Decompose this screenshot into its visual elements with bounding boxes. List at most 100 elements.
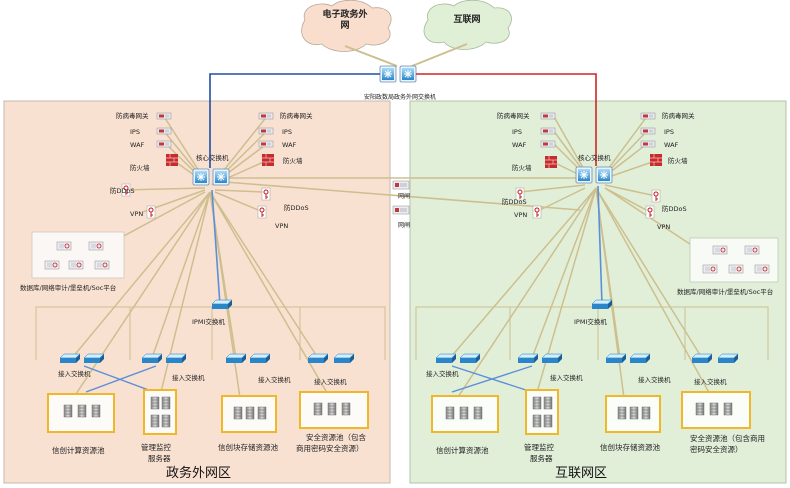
access-switch-icon: [605, 353, 627, 364]
gateway-label-2: 网闸: [398, 221, 410, 229]
access-switch-icon: [459, 353, 481, 364]
platform-box: [31, 231, 125, 279]
left-zone-content: 核心交换机 防病毒网关 IPS WAF 防火墙 防病毒网关 IPS WAF 防火…: [20, 111, 386, 481]
right-zone-content: 核心交换机 防病毒网关 IPS WAF 防火墙 防病毒网关 IPS WAF 防火…: [415, 111, 779, 481]
access-label: 接入交换机: [694, 377, 727, 386]
left-ipmi-link: [211, 189, 221, 306]
core-switch-label: 核心交换机: [578, 153, 611, 162]
zone-title-right: 互联网区: [555, 466, 607, 481]
server-icon: [233, 406, 243, 420]
access-label: 接入交换机: [426, 369, 459, 378]
ips-icon: [258, 127, 274, 135]
pool-label: 服务器: [530, 453, 553, 463]
soc-icon: [728, 264, 744, 274]
anti-ddos-icon: [261, 187, 271, 201]
server-icon: [695, 402, 705, 416]
exchange-label: 安阳政数局政务外网交换机: [364, 93, 436, 101]
left-access-cross-links: [83, 365, 157, 393]
left-ipmi-bus: [35, 306, 386, 360]
firewall-icon: [261, 153, 275, 167]
pool-box: [143, 389, 177, 435]
link-gateway: [224, 177, 581, 211]
gateway-icon: [392, 180, 410, 190]
database-audit-icon: [712, 245, 728, 255]
label: VPN: [657, 223, 670, 231]
server-icon: [532, 396, 542, 410]
server-icon: [257, 406, 267, 420]
server-icon: [245, 406, 255, 420]
core-switch-icon: [192, 168, 210, 186]
label: WAF: [130, 141, 145, 149]
access-switch-icon: [691, 353, 713, 364]
label: 防DDoS: [662, 204, 687, 213]
server-icon: [709, 402, 719, 416]
server-icon: [543, 396, 553, 410]
access-switch-icon: [517, 353, 539, 364]
firewall-icon: [165, 153, 179, 167]
server-icon: [161, 396, 171, 410]
access-label: 接入交换机: [258, 375, 291, 384]
label: 防DDoS: [502, 197, 527, 206]
access-label: 接入交换机: [314, 377, 347, 386]
core-switch-icon: [212, 168, 230, 186]
label: 防火墙: [130, 163, 150, 172]
platform-box: [689, 237, 779, 283]
pool-box: [525, 389, 559, 435]
network-audit-icon: [88, 241, 104, 251]
pool-box: [299, 391, 369, 429]
antivirus-gateway-icon: [258, 112, 274, 120]
vpn-icon: [146, 205, 156, 219]
access-switch-icon: [307, 353, 329, 364]
server-icon: [91, 404, 101, 418]
access-switch-icon: [141, 353, 163, 364]
server-icon: [77, 404, 87, 418]
exchange-switch-icon: [379, 65, 397, 83]
access-label: 接入交换机: [638, 375, 671, 384]
server-icon: [723, 402, 733, 416]
antivirus-gateway-icon: [156, 112, 172, 120]
access-label: 接入交换机: [172, 373, 205, 382]
label: 防火墙: [512, 163, 532, 172]
cloud-egov-label-1: 电子政务外: [322, 8, 367, 20]
pool-label: 管理监控: [524, 442, 554, 452]
ips-icon: [640, 127, 656, 135]
label: 防病毒网关: [497, 111, 530, 120]
waf-icon: [258, 140, 274, 148]
right-links: [449, 114, 713, 401]
core-switch-label: 核心交换机: [196, 153, 229, 162]
label: VPN: [130, 210, 143, 218]
access-switch-icon: [435, 353, 457, 364]
pool-label: 安全资源池（包含商用: [690, 433, 765, 443]
pool-label: 安全资源池（包含: [306, 432, 366, 442]
core-switch-icon: [575, 166, 593, 184]
server-icon: [641, 406, 651, 420]
server-icon: [161, 414, 171, 428]
pool-label: 服务器: [148, 453, 171, 463]
right-access-cross-links: [451, 365, 533, 393]
server-icon: [150, 414, 160, 428]
pool-label: 信创块存储资源池: [600, 442, 660, 452]
soc-icon: [94, 260, 110, 270]
bastion-icon: [702, 264, 718, 274]
pool-label: 信创计算资源池: [436, 445, 489, 455]
left-links: [71, 114, 331, 401]
label: VPN: [514, 211, 527, 219]
vpn-icon: [645, 205, 655, 219]
soc-icon: [68, 260, 84, 270]
ipmi-label: IPMI交换机: [192, 317, 225, 326]
label: 防火墙: [668, 156, 688, 165]
waf-icon: [540, 140, 556, 148]
cloud-internet: [423, 0, 512, 50]
ipmi-switch-icon: [211, 299, 233, 310]
label: VPN: [275, 222, 288, 230]
ips-icon: [540, 127, 556, 135]
server-icon: [327, 402, 337, 416]
zone-title-left: 政务外网区: [166, 465, 231, 481]
access-switch-icon: [333, 353, 355, 364]
gateway-label-1: 网闸: [398, 192, 410, 200]
core-switch-icon: [595, 166, 613, 184]
pool-label: 密码安全资源）: [690, 444, 743, 454]
label: WAF: [512, 141, 527, 149]
cloud-egov: [301, 0, 392, 52]
